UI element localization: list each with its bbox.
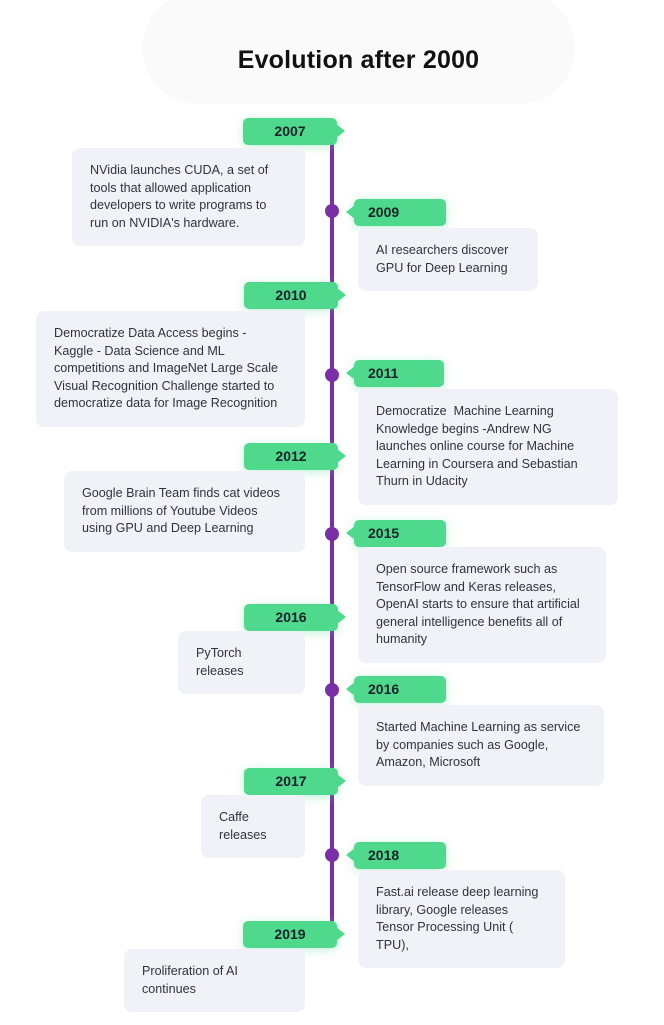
event-card: Caffe releases (201, 795, 305, 858)
header-backdrop (142, 0, 575, 104)
event-card: AI researchers discover GPU for Deep Lea… (358, 228, 538, 291)
event-description: PyTorch releases (196, 646, 249, 678)
year-badge: 2018 (346, 842, 446, 869)
year-badge: 2012 (244, 443, 346, 470)
year-badge: 2017 (244, 768, 346, 795)
event-card: Democratize Machine Learning Knowledge b… (358, 389, 618, 505)
timeline-node (325, 683, 339, 697)
timeline-node (325, 204, 339, 218)
year-badge: 2016 (346, 676, 446, 703)
timeline-node (325, 848, 339, 862)
event-description: Open source framework such as TensorFlow… (376, 562, 584, 646)
page-title: Evolution after 2000 (237, 46, 480, 74)
event-description: Fast.ai release deep learning library, G… (376, 885, 542, 952)
year-badge: 2009 (346, 199, 446, 226)
event-card: Democratize Data Access begins - Kaggle … (36, 311, 305, 427)
event-description: Democratize Machine Learning Knowledge b… (376, 404, 581, 488)
event-description: Democratize Data Access begins - Kaggle … (54, 326, 282, 410)
event-card: NVidia launches CUDA, a set of tools tha… (72, 148, 305, 246)
year-badge: 2019 (243, 921, 345, 948)
year-badge: 2016 (244, 604, 346, 631)
year-badge: 2011 (346, 360, 444, 387)
year-badge: 2007 (243, 118, 345, 145)
event-description: Google Brain Team finds cat videos from … (82, 486, 284, 535)
year-badge: 2015 (346, 520, 446, 547)
event-card: Open source framework such as TensorFlow… (358, 547, 606, 663)
event-description: Caffe releases (219, 810, 267, 842)
event-description: AI researchers discover GPU for Deep Lea… (376, 243, 512, 275)
event-description: Proliferation of AI continues (142, 964, 242, 996)
event-description: Started Machine Learning as service by c… (376, 720, 584, 769)
year-badge: 2010 (244, 282, 346, 309)
event-card: Fast.ai release deep learning library, G… (358, 870, 565, 968)
timeline-node (325, 527, 339, 541)
event-card: Started Machine Learning as service by c… (358, 705, 604, 786)
event-description: NVidia launches CUDA, a set of tools tha… (90, 163, 272, 230)
event-card: PyTorch releases (178, 631, 305, 694)
event-card: Google Brain Team finds cat videos from … (64, 471, 305, 552)
timeline-node (325, 368, 339, 382)
event-card: Proliferation of AI continues (124, 949, 305, 1012)
